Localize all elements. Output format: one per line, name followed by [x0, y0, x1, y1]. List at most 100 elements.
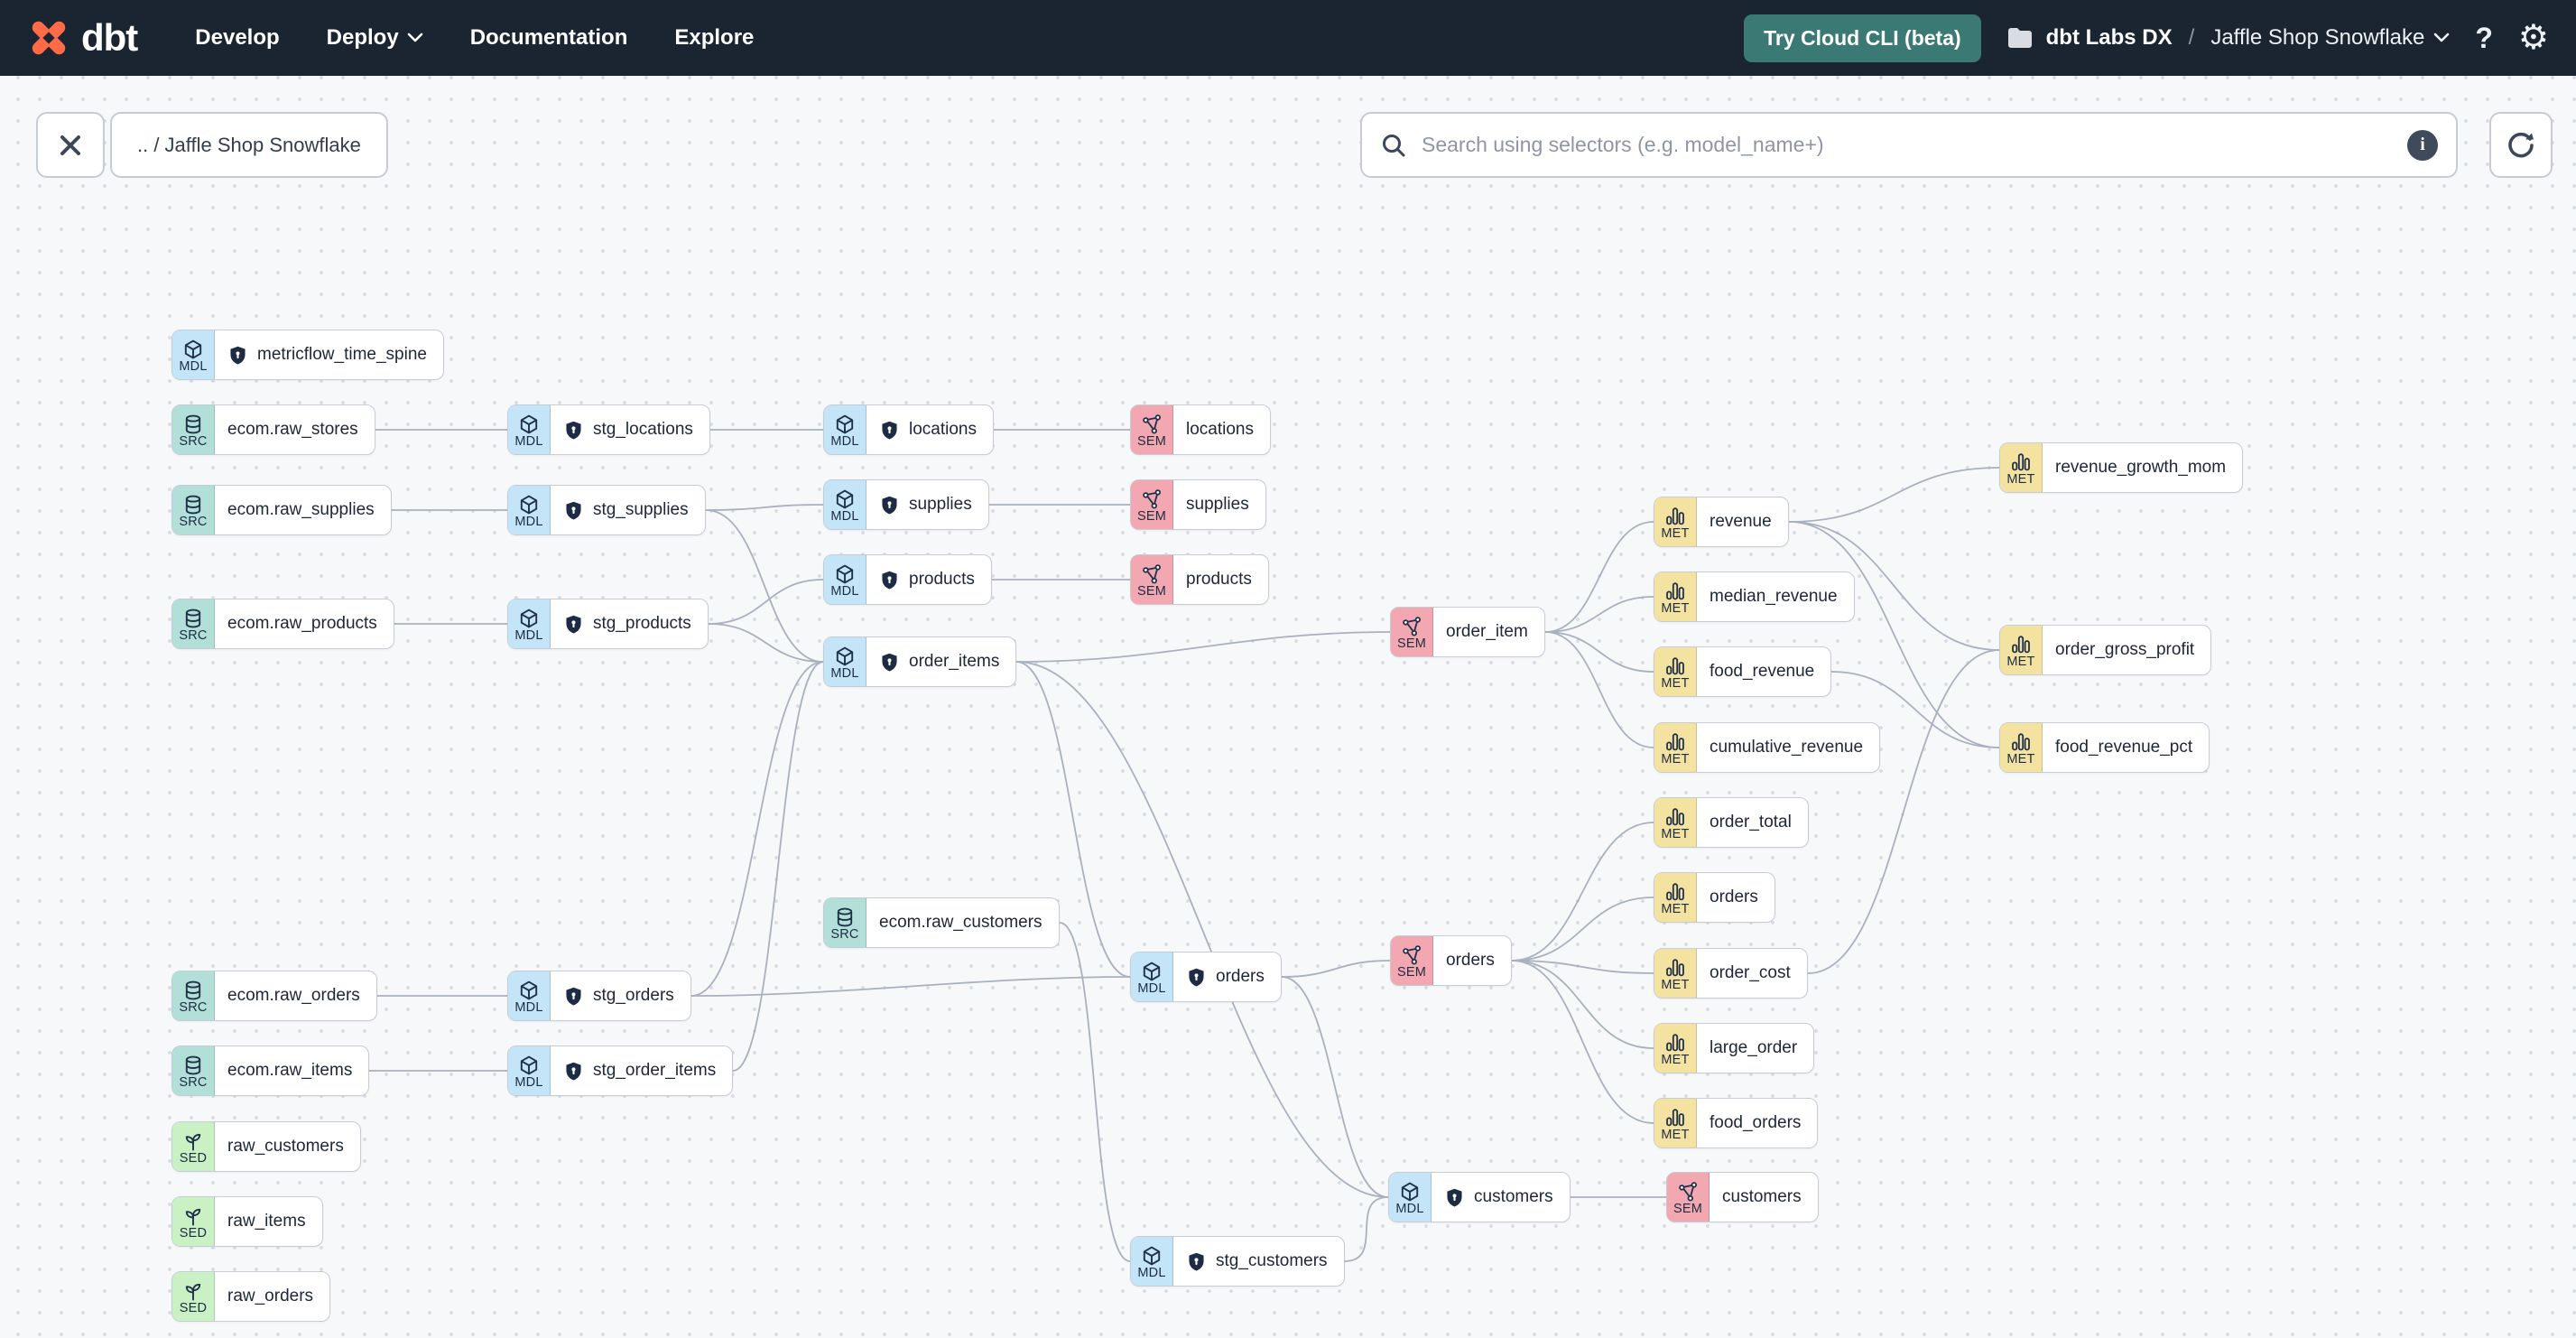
lineage-node-order_items[interactable]: MDL order_items [823, 636, 1017, 687]
nav-explore[interactable]: Explore [674, 25, 755, 50]
search-input[interactable] [1422, 133, 2393, 157]
lock-shield-icon [1189, 968, 1204, 986]
node-type-badge: SED [172, 1272, 215, 1321]
node-type-badge: MET [2000, 723, 2043, 772]
node-type-label: SEM [1136, 584, 1167, 599]
info-icon[interactable]: i [2407, 129, 2438, 161]
node-type-badge: SEM [1391, 608, 1433, 656]
node-type-badge: MDL [824, 480, 866, 529]
node-label: stg_supplies [593, 500, 689, 519]
nav-develop[interactable]: Develop [195, 25, 280, 50]
node-body: food_revenue [1697, 647, 1830, 696]
help-icon[interactable]: ? [2475, 21, 2493, 54]
main-nav: Develop Deploy Documentation Explore [195, 25, 754, 51]
node-type-badge: MDL [508, 971, 551, 1020]
node-type-label: MET [1661, 676, 1690, 691]
gear-icon[interactable]: ⚙ [2517, 19, 2549, 57]
edge-orders_mdl-to-orders_sem [1281, 960, 1391, 978]
edge-stg_products-to-products_mdl [708, 579, 824, 625]
edge-food_revenue-to-food_revenue_pct [1830, 671, 2000, 748]
node-type-badge: SEM [1667, 1173, 1710, 1222]
chevron-down-icon [407, 33, 422, 42]
node-label: customers [1474, 1187, 1553, 1206]
edge-order_items-to-order_item_sem [1015, 631, 1391, 663]
node-body: supplies [866, 480, 988, 529]
node-type-label: MDL [514, 1000, 543, 1015]
node-type-badge: MDL [508, 405, 551, 454]
model-cube-icon [1143, 1246, 1161, 1266]
node-body: ecom.raw_stores [215, 405, 375, 454]
node-body: stg_order_items [551, 1046, 732, 1095]
metric-bar-chart-icon [1666, 1109, 1684, 1127]
dbt-logo[interactable]: dbt [27, 16, 138, 60]
node-type-label: MDL [1395, 1202, 1424, 1216]
lineage-canvas[interactable] [0, 76, 2576, 1338]
edge-orders_sem-to-order_cost [1511, 960, 1654, 974]
lock-shield-icon [230, 346, 246, 364]
try-cloud-cli-button[interactable]: Try Cloud CLI (beta) [1744, 14, 1981, 62]
node-type-badge: MDL [824, 637, 866, 686]
nav-deploy[interactable]: Deploy [327, 25, 423, 51]
lineage-node-food_revenue[interactable]: MET food_revenue [1654, 646, 1832, 697]
node-body: raw_customers [215, 1122, 360, 1171]
model-cube-icon [1143, 962, 1161, 981]
node-label: stg_customers [1216, 1251, 1328, 1270]
node-type-badge: MDL [172, 330, 215, 379]
close-lineage-button[interactable] [36, 112, 105, 178]
node-body: food_orders [1697, 1099, 1817, 1148]
node-label: order_items [909, 652, 1000, 671]
account-name[interactable]: dbt Labs DX [2045, 25, 2173, 50]
edge-orders_sem-to-food_orders [1511, 960, 1654, 1124]
breadcrumb[interactable]: .. / Jaffle Shop Snowflake [110, 112, 388, 178]
source-database-icon [185, 1055, 201, 1075]
metric-bar-chart-icon [1666, 1034, 1684, 1052]
lineage-node-customers_mdl[interactable]: MDL customers [1388, 1172, 1571, 1222]
semantic-model-network-icon [1679, 1182, 1697, 1202]
project-selector[interactable]: Jaffle Shop Snowflake [2210, 25, 2450, 51]
source-database-icon [185, 609, 201, 628]
semantic-model-network-icon [1143, 489, 1161, 509]
nav-documentation[interactable]: Documentation [469, 25, 628, 50]
node-type-label: MET [1661, 526, 1690, 541]
refresh-button[interactable] [2489, 112, 2553, 178]
